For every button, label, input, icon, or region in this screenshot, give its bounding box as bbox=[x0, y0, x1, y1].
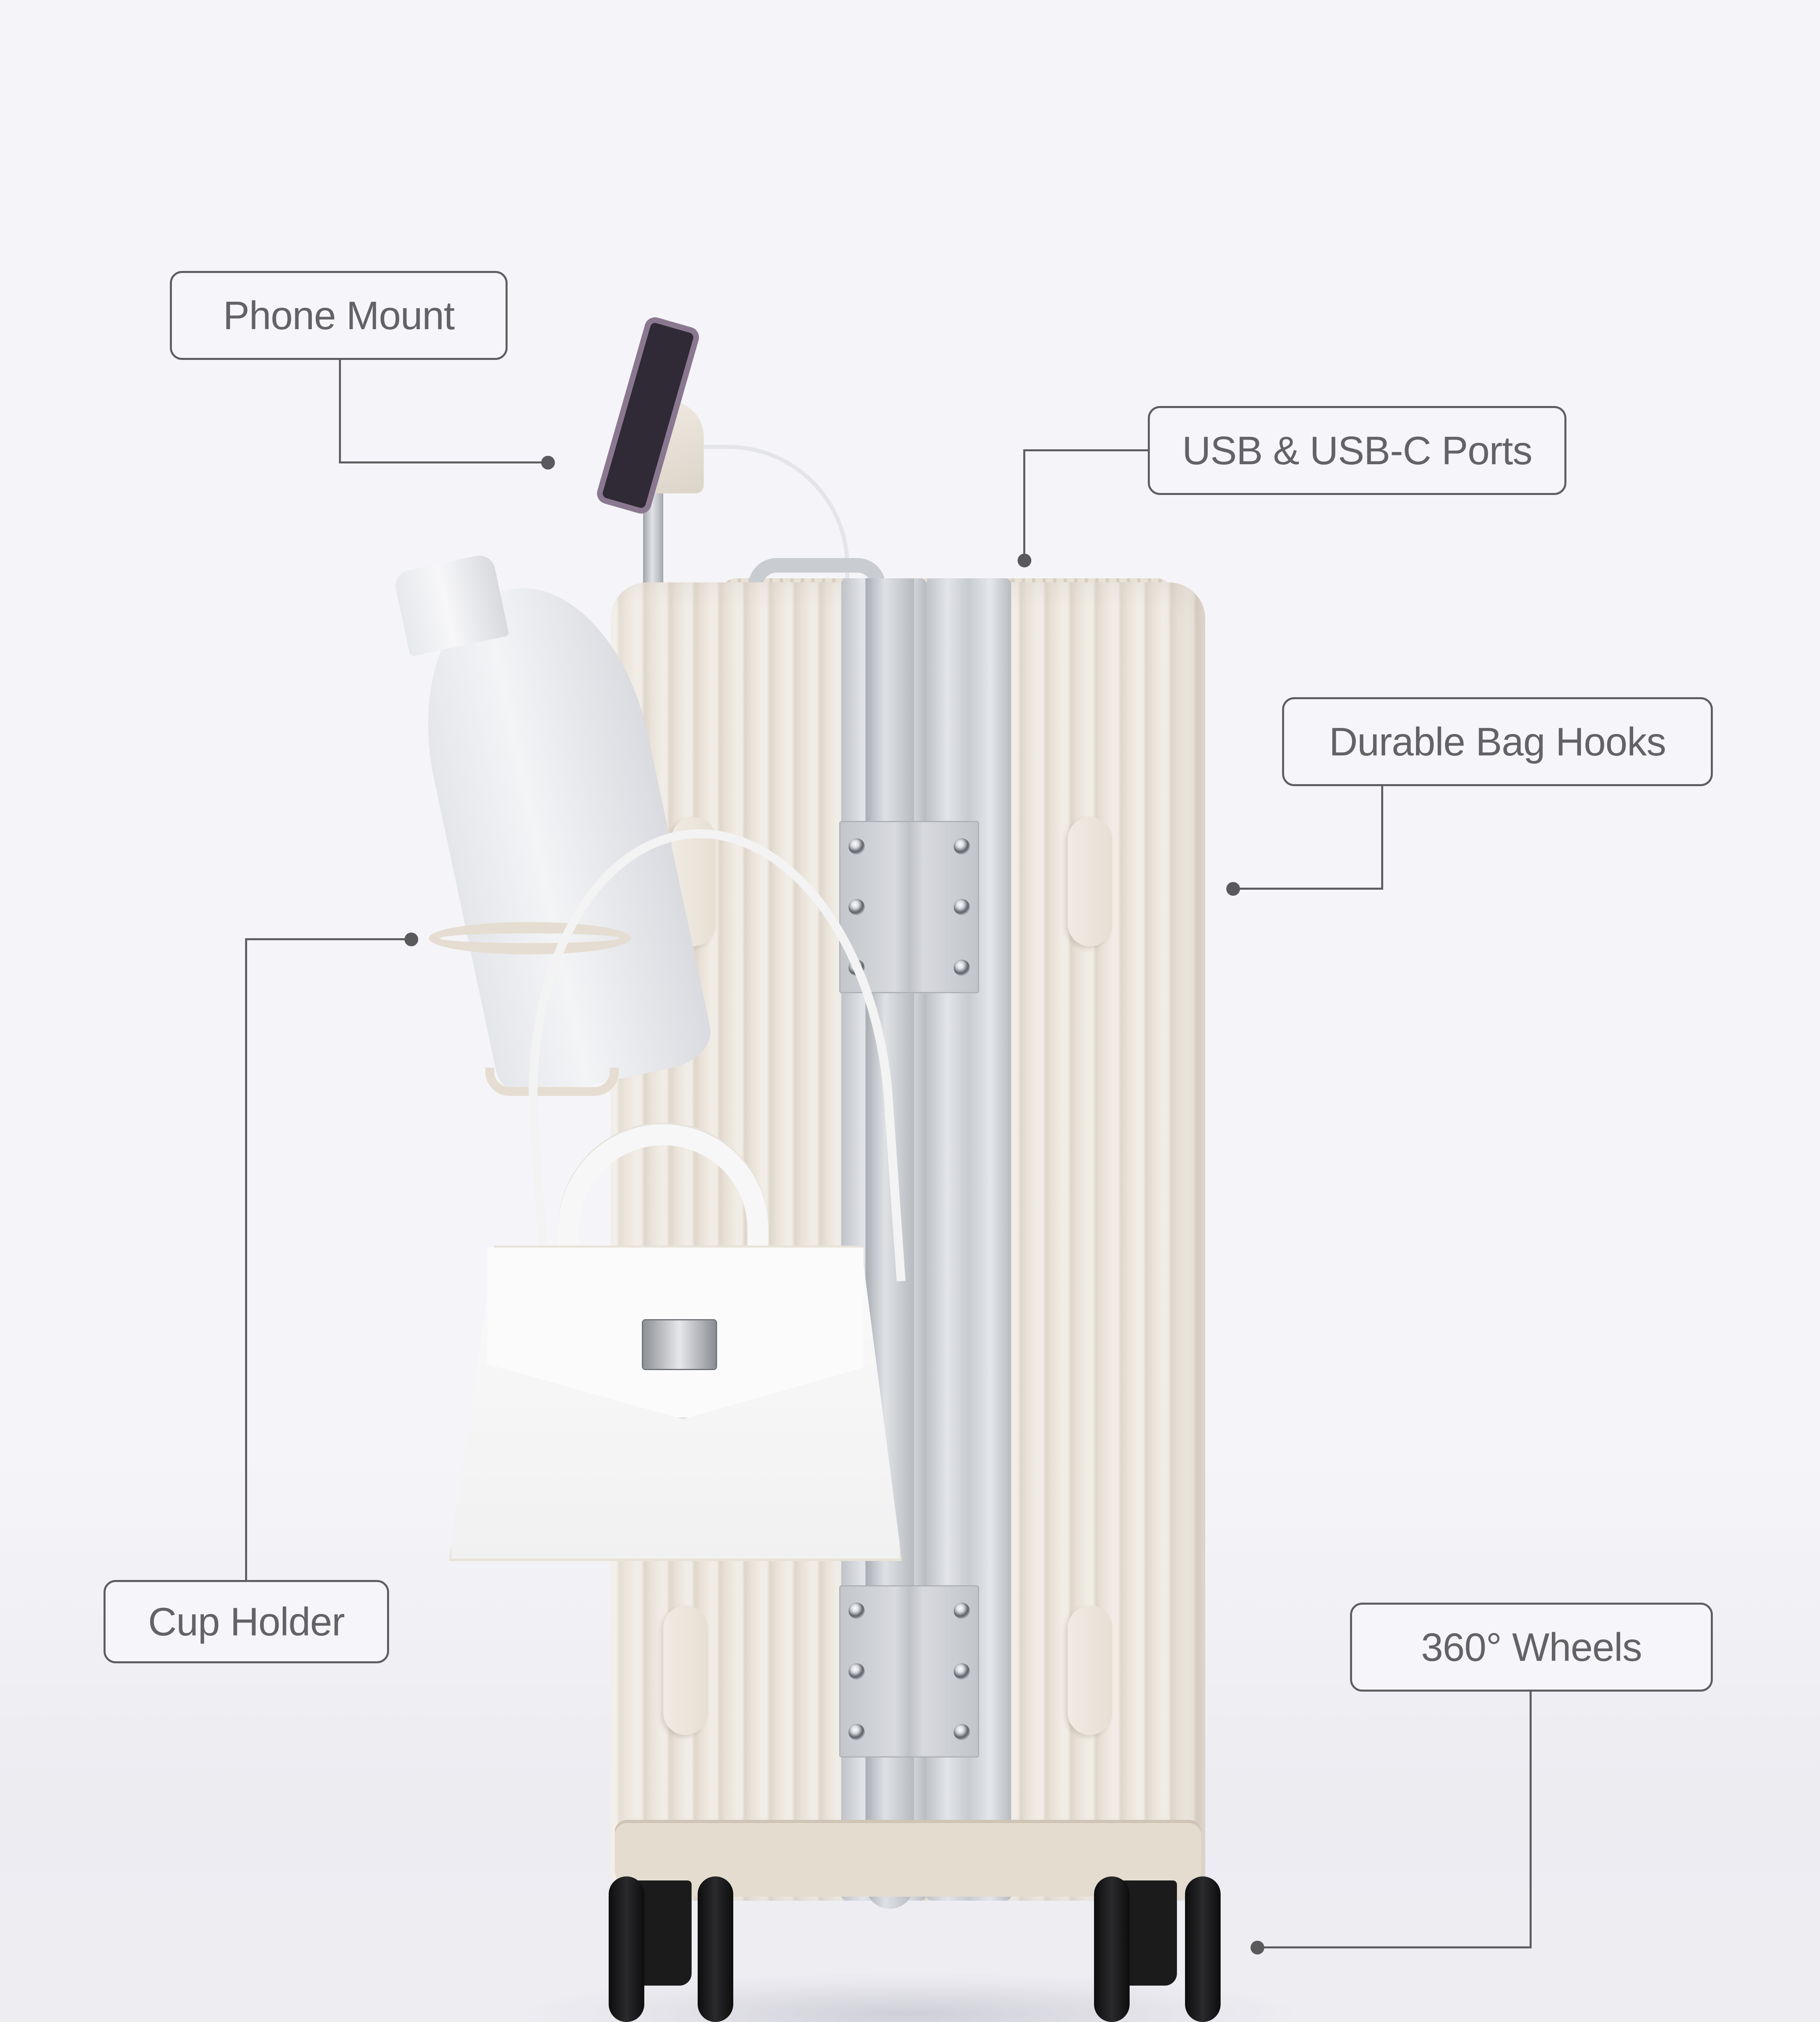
callout-dot bbox=[404, 933, 418, 946]
leader-line bbox=[1234, 888, 1383, 890]
rivet bbox=[849, 838, 865, 854]
rivet bbox=[954, 838, 970, 854]
bag-hook-lower-right bbox=[1068, 1605, 1112, 1735]
leader-line bbox=[339, 360, 341, 463]
callout-phone-mount: Phone Mount bbox=[170, 271, 508, 360]
callout-label: Phone Mount bbox=[223, 293, 455, 338]
rivet bbox=[849, 1663, 865, 1679]
callout-label: 360° Wheels bbox=[1421, 1624, 1642, 1669]
callout-cup-holder: Cup Holder bbox=[104, 1580, 389, 1663]
leader-line bbox=[339, 461, 549, 463]
rivet bbox=[954, 1603, 970, 1619]
rivet bbox=[849, 1724, 865, 1740]
rivet bbox=[954, 960, 970, 976]
callout-label: Durable Bag Hooks bbox=[1329, 719, 1666, 764]
callout-wheels: 360° Wheels bbox=[1350, 1603, 1713, 1692]
callout-dot bbox=[1226, 882, 1240, 896]
callout-label: USB & USB-C Ports bbox=[1182, 428, 1532, 473]
rivet bbox=[849, 899, 865, 915]
rivet bbox=[954, 1663, 970, 1679]
bag-hook-upper-right bbox=[1068, 817, 1112, 946]
leader-line bbox=[1530, 1692, 1532, 1948]
wheel-left-outer bbox=[609, 1876, 644, 2022]
callout-bag-hooks: Durable Bag Hooks bbox=[1282, 697, 1713, 786]
callout-label: Cup Holder bbox=[148, 1599, 345, 1644]
wheel-left-inner bbox=[698, 1876, 733, 2022]
hinge-upper bbox=[839, 821, 979, 993]
leader-line bbox=[1023, 449, 1025, 560]
leader-line bbox=[245, 938, 414, 940]
rivet bbox=[849, 1603, 865, 1619]
leader-line bbox=[1023, 449, 1149, 451]
wheel-right-outer bbox=[1094, 1876, 1130, 2022]
wheel-right-inner bbox=[1185, 1876, 1221, 2022]
callout-dot bbox=[1018, 554, 1031, 567]
callout-dot bbox=[1251, 1941, 1264, 1954]
leader-line bbox=[1259, 1946, 1532, 1948]
callout-usb-ports: USB & USB-C Ports bbox=[1148, 406, 1566, 495]
hinge-lower bbox=[839, 1585, 979, 1758]
leader-line bbox=[245, 938, 247, 1581]
bag-hook-lower-left bbox=[663, 1605, 708, 1735]
callout-dot bbox=[541, 456, 555, 470]
rivet bbox=[849, 960, 865, 976]
leader-line bbox=[1381, 786, 1383, 890]
rivet bbox=[954, 899, 970, 915]
rivet bbox=[954, 1724, 970, 1740]
handbag-lock-icon bbox=[643, 1320, 716, 1369]
